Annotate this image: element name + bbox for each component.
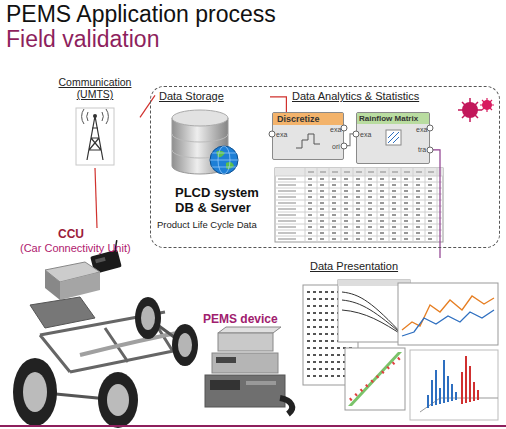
data-table [275, 168, 443, 242]
pems-device-illustration [218, 333, 273, 351]
virus-icon [462, 102, 478, 118]
data-table [275, 168, 443, 176]
group-box: Data StoragePLCD system DB & ServerProdu… [150, 86, 500, 248]
car-chassis [13, 358, 57, 426]
node-text: Product Life Cycle Data [157, 220, 270, 231]
pems-device-illustration [218, 327, 281, 333]
node-text: Data Presentation [310, 260, 460, 273]
database-icon [172, 110, 228, 126]
pems-device-illustration [205, 375, 285, 407]
car-chassis [30, 297, 95, 328]
car-chassis [45, 270, 60, 300]
car-chassis [23, 372, 47, 412]
car-chassis [107, 384, 129, 416]
node-text: Rainflow Matrix [357, 113, 429, 124]
car-chassis [172, 324, 198, 366]
chart-thumbnails [348, 352, 402, 406]
section-heading: Data Analytics & Statistics [292, 90, 419, 103]
process-box: Communication (UMTS) [50, 76, 140, 168]
node-text: Data Storage [159, 90, 259, 103]
page-title: PEMS Application process [6, 1, 276, 28]
subtitle: Field validation [6, 26, 159, 52]
data-table [308, 171, 440, 172]
car-chassis [178, 333, 192, 357]
chart-thumbnails [410, 350, 498, 420]
database-icon [210, 153, 238, 167]
database-icon [210, 146, 238, 174]
connector [430, 150, 440, 258]
port-label: exa [330, 126, 341, 134]
chart-thumbnails [342, 292, 404, 336]
database-icon [172, 110, 238, 174]
virus-icon [458, 98, 494, 122]
chart-thumbnails [398, 283, 498, 345]
antenna-icon [87, 116, 103, 160]
car-chassis [40, 312, 188, 372]
data-table [275, 168, 443, 242]
pems-device-illustration [246, 381, 276, 385]
connector [344, 134, 356, 146]
pems-device-illustration [205, 327, 292, 414]
car-chassis [141, 306, 155, 330]
database-icon [218, 146, 230, 174]
antenna-icon [82, 109, 109, 124]
car-chassis [98, 372, 138, 428]
node-text: PLCD system DB & Server [175, 186, 270, 216]
port-label: exa [360, 131, 371, 139]
pems-device-illustration [280, 398, 292, 414]
car-chassis [135, 297, 161, 339]
process-box: CCU(Car Connectivity Unit) [20, 228, 160, 258]
node-text: Communication (UMTS) [50, 76, 140, 100]
chart-thumbnails [345, 348, 405, 410]
car-chassis [60, 272, 100, 300]
port-label: exa [276, 131, 287, 139]
chart-thumbnails [402, 296, 494, 330]
car-chassis [13, 262, 198, 428]
node-text: (Car Connectivity Unit) [20, 242, 160, 255]
connector [270, 97, 286, 112]
chart-thumbnails [462, 356, 478, 404]
process-box: Data StoragePLCD system DB & ServerProdu… [155, 88, 270, 236]
chart-thumbnails [303, 280, 498, 420]
node-text: Discretize [273, 113, 343, 125]
virus-icon [482, 100, 492, 110]
connector [140, 95, 155, 117]
antenna-icon [93, 114, 97, 118]
ccu-device [95, 257, 106, 263]
pems-device-illustration [212, 353, 278, 373]
antenna-icon [76, 108, 114, 165]
chart-thumbnails [428, 360, 456, 408]
chart-thumbnails [402, 310, 494, 336]
process-box: PEMS device [195, 313, 295, 418]
process-box: Data Presentation [300, 258, 500, 423]
data-table [308, 179, 440, 239]
pems-device-illustration [210, 380, 240, 390]
virus-icon [458, 98, 482, 122]
pems-device-illustration [216, 357, 236, 363]
virus-icon [480, 98, 494, 112]
data-table [278, 179, 303, 239]
node-text: CCU [58, 228, 118, 242]
node-text: PEMS device [203, 313, 298, 327]
port-label: tra [418, 146, 426, 154]
footer-rule [0, 425, 506, 427]
port-label: exa [416, 126, 427, 134]
chart-thumbnails [350, 356, 402, 400]
antenna-icon [76, 108, 114, 165]
connector [95, 168, 97, 228]
port-label: ori [332, 143, 340, 151]
